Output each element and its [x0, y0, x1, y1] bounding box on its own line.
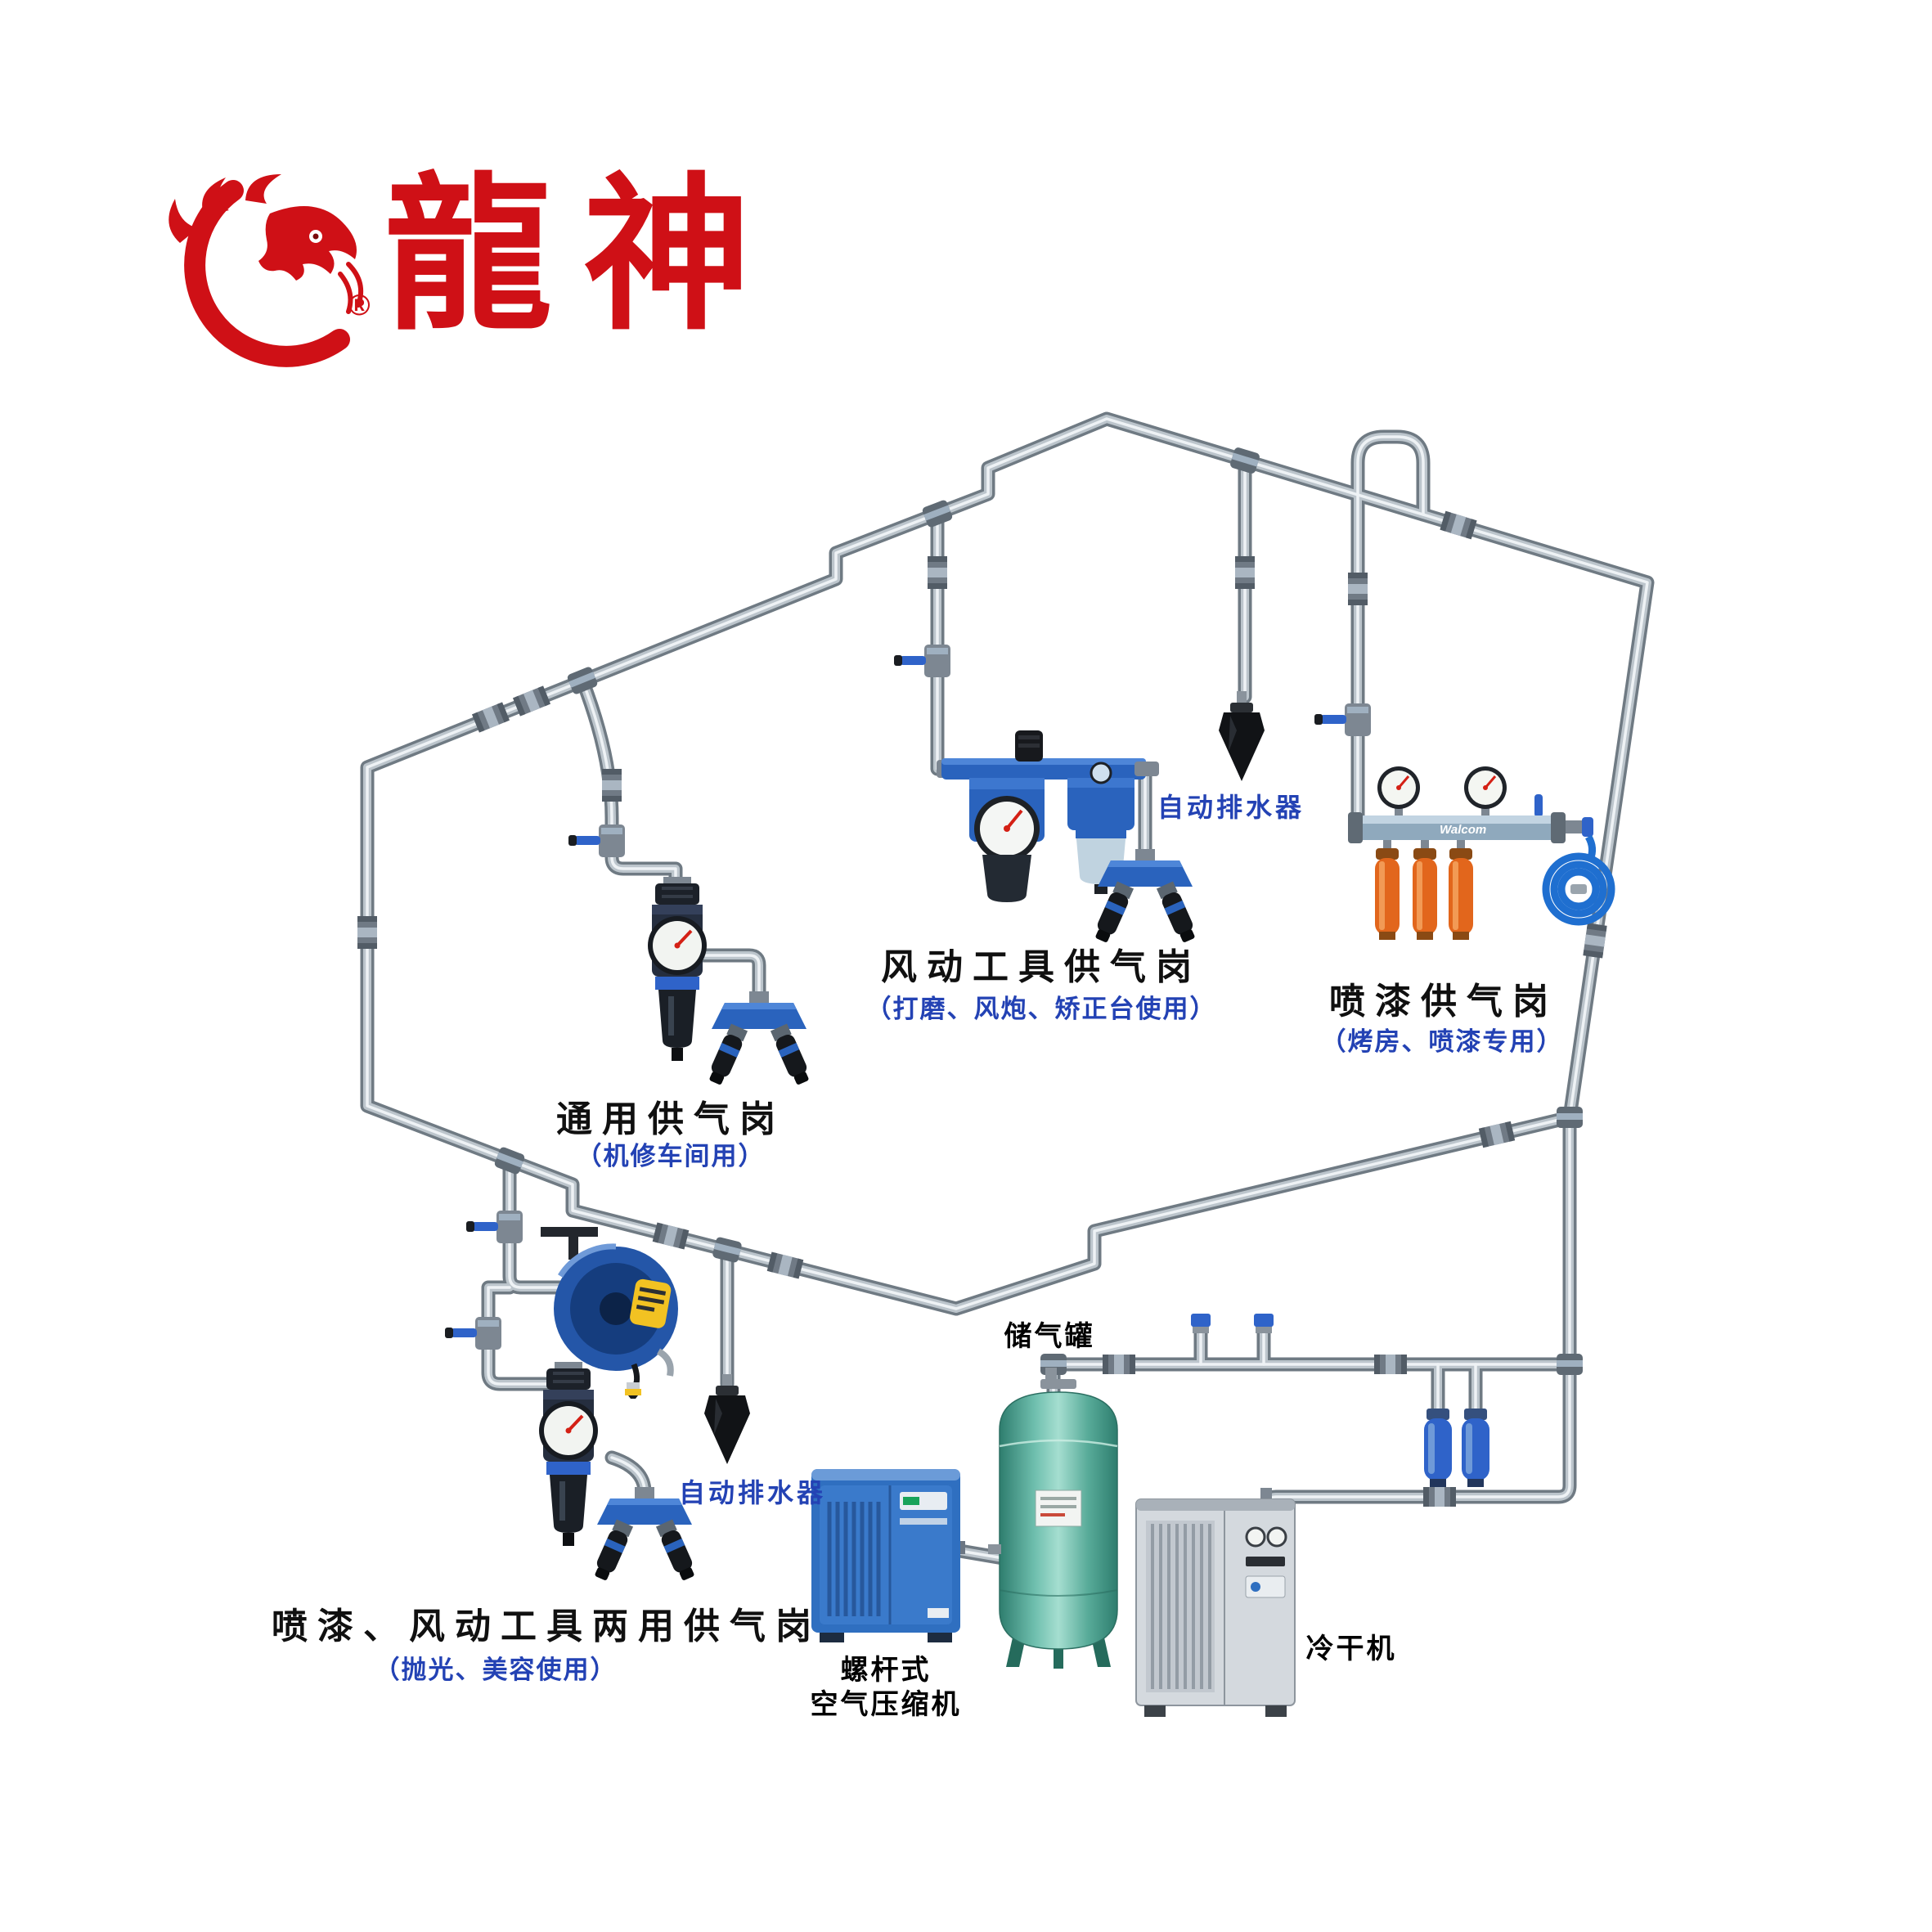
- reel-sticker: [630, 1278, 672, 1328]
- pipe-union: [1478, 1121, 1516, 1148]
- label-dual-station-subtitle: （抛光、美容使用）: [374, 1656, 618, 1684]
- label-air-tank: 储气罐: [1004, 1321, 1095, 1352]
- refrigerated-dryer: [1135, 1488, 1296, 1717]
- compressor-control-panel: [900, 1492, 947, 1510]
- manifold-brand-text: Walcom: [1440, 823, 1486, 837]
- auto-drain-top: [1219, 691, 1265, 781]
- inline-filter-pair: [1424, 1409, 1489, 1487]
- label-compressor-line1: 螺杆式: [840, 1655, 932, 1686]
- air-hose-coil: [1542, 834, 1615, 926]
- ball-valve: [894, 645, 950, 677]
- pipe-tee: [1557, 1354, 1583, 1375]
- pipe-union: [1348, 573, 1368, 605]
- label-paint-station-subtitle: （烤房、喷漆专用）: [1320, 1027, 1564, 1056]
- riser-valve: [1191, 1314, 1211, 1333]
- filter-bowl: [550, 1475, 587, 1533]
- pipe-valves: [445, 645, 1371, 1350]
- pipe-unions: [357, 510, 1607, 1507]
- label-pneumatic-station-subtitle: （打磨、风炮、矫正台使用）: [865, 995, 1217, 1023]
- screw-compressor: [811, 1469, 965, 1642]
- auto-drain-bottom: [704, 1374, 750, 1464]
- label-auto-drain-top: 自动排水器: [1157, 793, 1305, 822]
- pipe-tee: [1557, 1107, 1583, 1128]
- pipe-tee: [922, 500, 953, 528]
- label-general-station-title: 通用供气岗: [556, 1099, 785, 1139]
- outlet-nozzle: [655, 1519, 694, 1580]
- dragon-head: [258, 206, 357, 281]
- pipe-tee: [494, 1147, 525, 1175]
- filter-bowl: [982, 855, 1031, 902]
- ball-valve: [1314, 703, 1371, 736]
- paint-air-manifold: Walcom: [1348, 766, 1615, 940]
- label-general-station-subtitle: （机修车间用）: [576, 1142, 766, 1170]
- pipe-union: [652, 1222, 690, 1250]
- air-outlet-manifold-pneumatic: [1095, 849, 1195, 942]
- pipe-union: [928, 556, 947, 589]
- frl-unit-pneumatic: [937, 730, 1159, 902]
- desiccant-filters: [1375, 840, 1473, 940]
- ball-valve: [466, 1211, 523, 1243]
- pipe-union: [1103, 1355, 1135, 1374]
- label-paint-station-title: 喷漆供气岗: [1329, 982, 1558, 1022]
- air-outlet-manifold-dual: [595, 1487, 694, 1580]
- pipe-tee: [567, 667, 598, 694]
- pipe-union: [1440, 510, 1477, 540]
- ball-valve: [568, 824, 625, 857]
- air-tank: [988, 1368, 1118, 1669]
- pipe-union: [766, 1251, 804, 1279]
- pipe-union: [471, 702, 510, 733]
- outlet-nozzle: [770, 1023, 809, 1085]
- filter-regulator-general: [648, 877, 707, 1061]
- dryer-gauge: [1245, 1526, 1266, 1548]
- dryer-grille: [1151, 1524, 1211, 1689]
- hose-reel: [541, 1227, 678, 1399]
- filter-bowl: [658, 990, 696, 1048]
- ball-valve: [445, 1317, 501, 1350]
- pipe-union: [1235, 556, 1255, 589]
- pipe-tees: [494, 447, 1583, 1375]
- air-outlet-manifold-general: [709, 991, 809, 1085]
- brand-name: 龍神: [384, 164, 782, 350]
- outlet-nozzle: [1156, 881, 1195, 942]
- outlet-nozzle: [1095, 881, 1134, 942]
- riser-valve: [1254, 1314, 1274, 1333]
- label-dryer: 冷干机: [1305, 1633, 1397, 1665]
- label-auto-drain-bottom: 自动排水器: [678, 1478, 827, 1507]
- outlet-nozzle: [709, 1023, 748, 1085]
- outlet-nozzle: [595, 1519, 634, 1580]
- label-pneumatic-station-title: 风动工具供气岗: [881, 947, 1202, 987]
- pipe-tee: [1230, 447, 1260, 474]
- compressor-grille: [827, 1502, 881, 1616]
- pipe-union: [1583, 923, 1607, 959]
- lubricator-sight-dome: [1090, 762, 1112, 784]
- pipe-union: [1374, 1355, 1407, 1374]
- pipe-union: [512, 685, 551, 717]
- pipe-union: [357, 916, 377, 949]
- dryer-nameplate: [1245, 1575, 1286, 1598]
- filter-regulator-dual: [539, 1362, 598, 1546]
- dryer-gauge: [1266, 1526, 1287, 1548]
- pressure-gauge: [1464, 766, 1507, 817]
- label-compressor-line2: 空气压缩机: [810, 1689, 962, 1720]
- dragon-logo-icon: [168, 174, 363, 367]
- registered-trademark: ®: [348, 288, 371, 321]
- pipe-tee: [712, 1237, 742, 1263]
- pressure-gauge: [1377, 766, 1420, 817]
- pipe-union: [1423, 1487, 1456, 1507]
- pipe-union: [602, 769, 622, 802]
- label-dual-station-title: 喷漆、风动工具两用供气岗: [272, 1606, 821, 1647]
